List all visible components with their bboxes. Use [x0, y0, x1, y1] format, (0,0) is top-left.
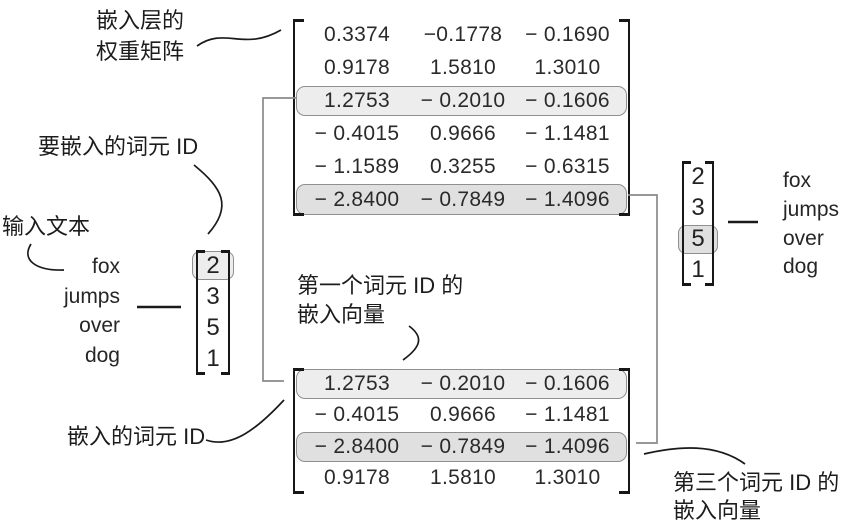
matrix-cell: 0.3374: [323, 23, 391, 47]
first-token-embedding-label: 第一个词元 ID 的 嵌入向量: [297, 271, 463, 329]
third-token-embedding-label: 第三个词元 ID 的 嵌入向量: [673, 469, 839, 525]
matrix-cell: − 2.8400: [314, 434, 400, 458]
matrix-cell: 0.9666: [429, 121, 497, 145]
matrix-cell: 0.9666: [429, 403, 497, 427]
matrix-cell: − 0.1690: [525, 23, 610, 47]
matrix-cell: − 0.2010: [420, 371, 506, 395]
matrix-cell: − 1.1589: [314, 154, 400, 178]
input-word: jumps: [63, 284, 120, 308]
connector-third-row: [628, 194, 658, 444]
matrix-row: − 0.4015 0.9666 − 1.1481: [307, 117, 616, 150]
arrow-token-ids-label: [193, 164, 223, 235]
vector-cell-highlighted: 2: [192, 250, 234, 281]
arrow-third-token-label: [643, 447, 746, 465]
matrix-cell: 0.9178: [323, 56, 391, 80]
weight-matrix-label: 嵌入层的 权重矩阵: [96, 5, 184, 67]
matrix-row: − 1.1589 0.3255 − 0.6315: [307, 150, 616, 183]
vector-bracket-left: [682, 161, 691, 286]
matrix-cell: 1.2753: [323, 89, 391, 113]
matrix-row-highlighted-first: 1.2753 − 0.2010 − 0.1606: [296, 85, 627, 118]
input-text-label: 输入文本: [2, 214, 91, 239]
first-token-embedding-label-line1: 第一个词元 ID 的: [297, 273, 464, 298]
vector-cell: 1: [691, 256, 705, 284]
matrix-cell: − 0.7849: [420, 434, 506, 458]
matrix-cell: − 0.7849: [420, 187, 506, 211]
input-word: dog: [84, 343, 120, 367]
matrix-row-highlighted-third: − 2.8400 − 0.7849 − 1.4096: [296, 183, 627, 216]
embedded-token-ids-label: 嵌入的词元 ID: [67, 424, 206, 449]
vector-cell: 5: [206, 314, 220, 342]
matrix-cell: − 0.4015: [314, 121, 400, 145]
matrix-cell: − 0.4015: [314, 403, 400, 427]
input-words-right: fox jumps over dog: [783, 167, 839, 282]
input-word: fox: [783, 169, 812, 192]
matrix-cell: 1.3010: [534, 466, 601, 490]
matrix-row: 0.9178 1.5810 1.3010: [307, 463, 616, 495]
matrix-cell: 1.2753: [323, 371, 391, 395]
first-token-embedding-label-line2: 嵌入向量: [297, 302, 386, 327]
matrix-cell: − 1.1481: [525, 121, 610, 145]
third-token-embedding-label-line1: 第三个词元 ID 的: [673, 470, 840, 495]
matrix-bracket-right: [619, 368, 630, 494]
matrix-row-highlighted-third: − 2.8400 − 0.7849 − 1.4096: [296, 431, 627, 463]
matrix-cell: − 0.6315: [525, 154, 610, 178]
token-ids-to-embed-label: 要嵌入的词元 ID: [38, 134, 199, 159]
vector-cell-highlighted: 5: [678, 224, 718, 255]
embedding-matrix: 1.2753 − 0.2010 − 0.1606 − 0.4015 0.9666…: [293, 368, 630, 494]
arrow-first-token-label: [402, 325, 420, 361]
input-words-left: fox jumps over dog: [40, 252, 120, 370]
vector-cell: 1: [206, 345, 220, 373]
vector-cell: 2: [691, 162, 705, 190]
connector-first-row: [262, 97, 296, 382]
matrix-row: 0.9178 1.5810 1.3010: [307, 52, 616, 85]
arrow-weight-matrix-label: [196, 29, 282, 47]
matrix-cell: 0.9178: [323, 466, 391, 490]
matrix-cell: − 1.4096: [525, 434, 610, 458]
token-id-vector-right: 2 3 5 1: [678, 161, 718, 286]
weight-matrix-label-line2: 权重矩阵: [96, 39, 185, 64]
weight-matrix-label-line1: 嵌入层的: [96, 8, 185, 33]
vector-bracket-left: [196, 250, 205, 375]
matrix-row: 0.3374 −0.1778 − 0.1690: [307, 19, 616, 52]
input-word: fox: [91, 255, 120, 278]
input-word: over: [783, 226, 824, 250]
matrix-cell: − 0.1606: [525, 371, 610, 395]
vector-bracket-right: [705, 161, 714, 286]
weight-matrix: 0.3374 −0.1778 − 0.1690 0.9178 1.5810 1.…: [293, 19, 630, 216]
matrix-cell: 1.5810: [429, 56, 497, 80]
input-word: over: [79, 314, 120, 337]
matrix-cell: 1.5810: [429, 466, 497, 490]
input-word: dog: [783, 255, 819, 279]
input-word: jumps: [783, 197, 840, 221]
matrix-cell: − 0.1606: [525, 89, 610, 113]
arrow-embedded-ids-label: [205, 399, 285, 443]
matrix-cell: − 1.4096: [525, 187, 610, 211]
matrix-row: − 0.4015 0.9666 − 1.1481: [307, 400, 616, 432]
vector-bracket-right: [221, 250, 230, 375]
matrix-cell: − 0.2010: [420, 89, 506, 113]
token-id-vector-left: 2 3 5 1: [192, 250, 234, 375]
matrix-bracket-left: [293, 19, 304, 216]
matrix-row-highlighted-first: 1.2753 − 0.2010 − 0.1606: [296, 368, 627, 400]
matrix-cell: 1.3010: [534, 56, 601, 80]
matrix-cell: − 2.8400: [314, 187, 400, 211]
matrix-bracket-right: [619, 19, 630, 216]
third-token-embedding-label-line2: 嵌入向量: [673, 498, 762, 523]
vector-cell: 3: [206, 282, 220, 310]
vector-cell: 3: [691, 193, 705, 221]
matrix-bracket-left: [293, 368, 304, 494]
matrix-cell: −0.1778: [423, 23, 503, 47]
matrix-cell: 0.3255: [429, 154, 497, 178]
matrix-cell: − 1.1481: [525, 403, 610, 427]
